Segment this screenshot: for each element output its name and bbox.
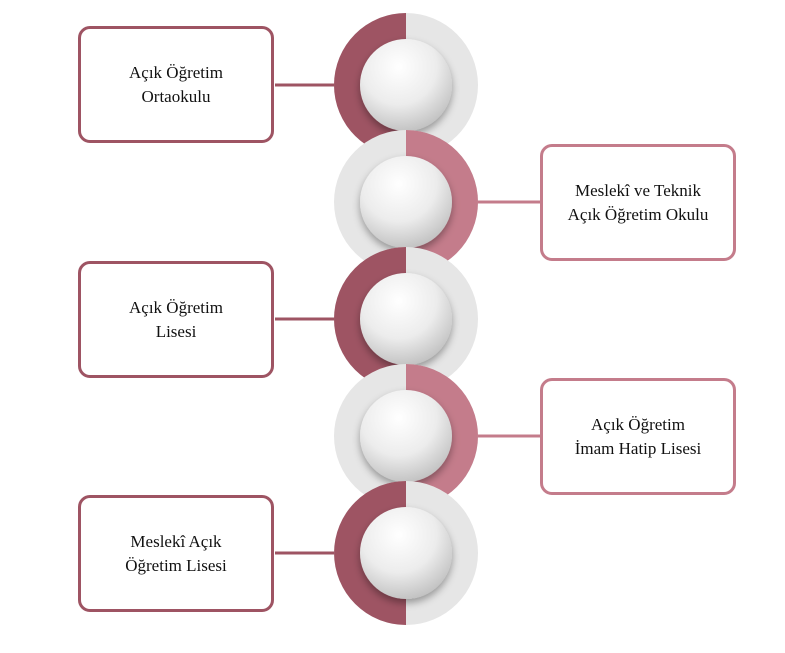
step-box: Meslekî ve Teknik Açık Öğretim Okulu — [540, 144, 736, 261]
step-label: Meslekî ve Teknik Açık Öğretim Okulu — [567, 180, 709, 224]
ring-4 — [334, 364, 478, 508]
ring-3 — [334, 247, 478, 391]
step-box: Açık Öğretim Lisesi — [78, 261, 274, 378]
ring-layer — [334, 13, 478, 625]
ring-1 — [334, 13, 478, 157]
ring-5 — [334, 481, 478, 625]
ring-knob — [360, 156, 452, 248]
step-box: Meslekî Açık Öğretim Lisesi — [78, 495, 274, 612]
connector-layer — [275, 83, 540, 555]
ring-knob — [360, 273, 452, 365]
step-box: Açık Öğretim İmam Hatip Lisesi — [540, 378, 736, 495]
ring-knob — [360, 507, 452, 599]
step-label: Açık Öğretim Ortaokulu — [129, 62, 223, 106]
ring-2 — [334, 130, 478, 274]
step-label: Açık Öğretim İmam Hatip Lisesi — [574, 414, 702, 458]
ring-knob — [360, 390, 452, 482]
ring-knob — [360, 39, 452, 131]
step-label: Açık Öğretim Lisesi — [129, 297, 223, 341]
step-box: Açık Öğretim Ortaokulu — [78, 26, 274, 143]
step-label: Meslekî Açık Öğretim Lisesi — [125, 531, 227, 575]
